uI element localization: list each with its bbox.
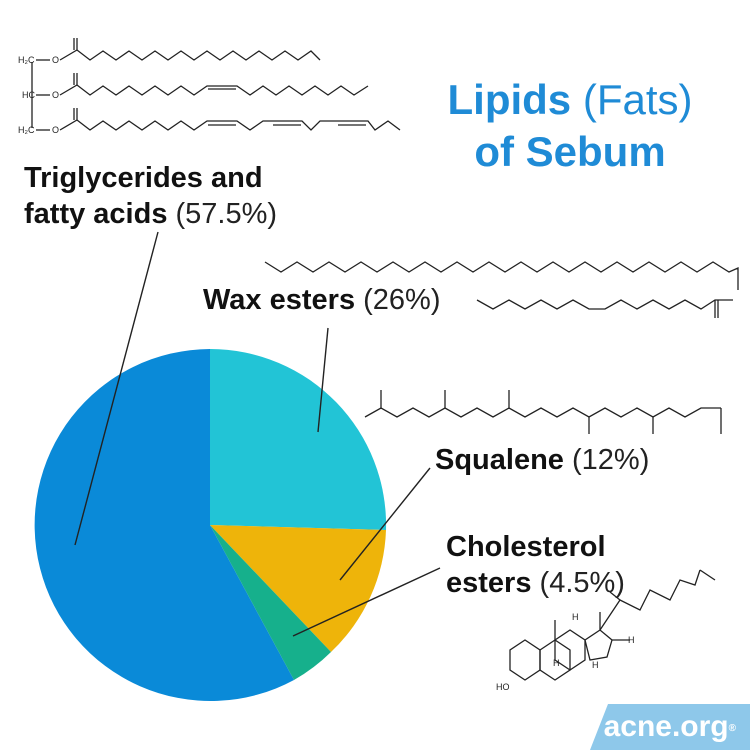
cholesterol-structure [509, 569, 716, 681]
svg-text:O: O [52, 125, 59, 135]
slice-squalene [210, 525, 386, 652]
page-title: Lipids (Fats) of Sebum [420, 74, 720, 178]
acne-org-logo[interactable]: acne.org® [590, 704, 750, 750]
label-triglycerides: Triglycerides and fatty acids (57.5%) [24, 162, 278, 230]
slice-wax-esters [210, 348, 387, 530]
label-wax-esters: Wax esters (26%) [203, 284, 441, 316]
svg-text:HC: HC [22, 90, 35, 100]
wax-ester-structure [264, 261, 739, 318]
cholesterol-atoms: HO H H H H [496, 612, 635, 692]
title-light: (Fats) [582, 76, 693, 123]
svg-text:H: H [592, 660, 599, 670]
svg-text:H₂C: H₂C [18, 125, 35, 135]
slice-cholesterol-esters [210, 525, 331, 680]
slice-triglycerides [34, 349, 295, 701]
svg-text:HO: HO [496, 682, 510, 692]
svg-text:H: H [572, 612, 579, 622]
svg-text:H: H [628, 635, 635, 645]
registered-mark: ® [728, 723, 736, 734]
pie-slices [34, 348, 387, 701]
squalene-structure [364, 390, 722, 434]
label-squalene: Squalene (12%) [435, 444, 650, 476]
leader-lines [74, 231, 441, 637]
svg-text:O: O [52, 90, 59, 100]
title-line2: of Sebum [474, 128, 666, 175]
logo-text: acne.org [603, 710, 729, 743]
label-cholesterol-esters: Cholesterol esters (4.5%) [446, 531, 625, 599]
svg-text:H₂C: H₂C [18, 55, 35, 65]
triglyceride-atoms: H₂C HC H₂C O O O [18, 55, 59, 135]
svg-text:O: O [52, 55, 59, 65]
triglyceride-structure [31, 38, 401, 131]
svg-text:H: H [553, 658, 560, 668]
title-bold: Lipids [447, 76, 572, 123]
